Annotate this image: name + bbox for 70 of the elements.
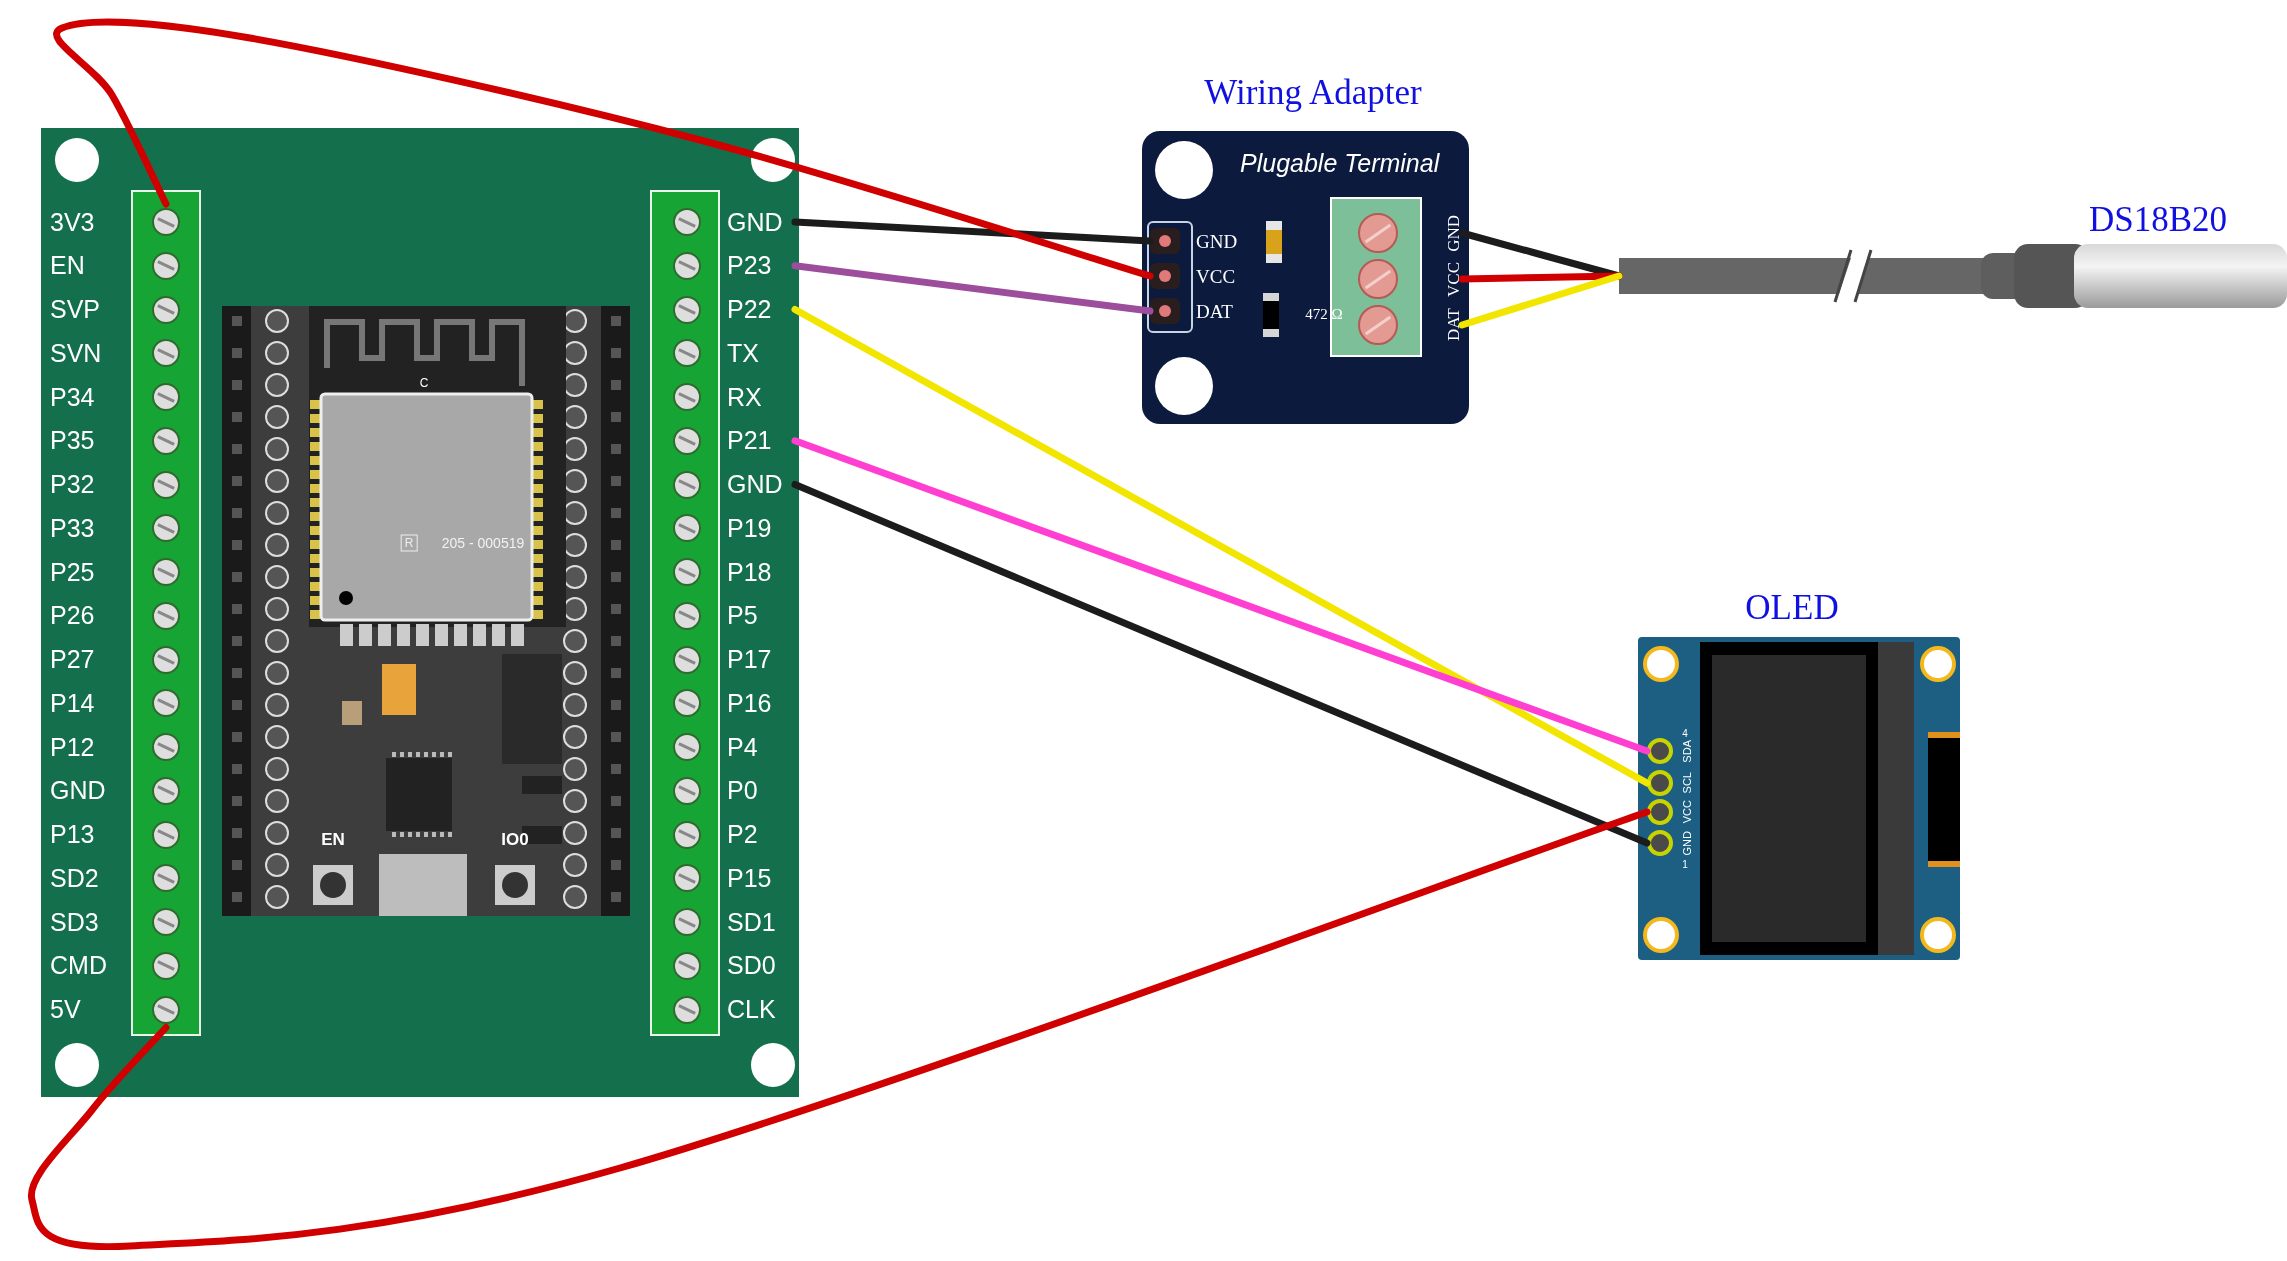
pin-label: P18 bbox=[727, 559, 772, 585]
pin-label: P27 bbox=[50, 647, 95, 672]
pin-label: P14 bbox=[50, 690, 95, 716]
wire bbox=[791, 306, 1651, 787]
pin-number: 1 bbox=[1682, 857, 1688, 872]
pin-label: GND bbox=[1682, 830, 1693, 856]
resistor-value: 472 Ω bbox=[1305, 304, 1343, 324]
pin-label: P26 bbox=[50, 603, 95, 629]
pin-label: SD0 bbox=[727, 953, 776, 979]
wire bbox=[1458, 272, 1623, 283]
pin-label: P21 bbox=[727, 428, 772, 454]
certification-number: 205 - 000519 bbox=[441, 533, 525, 553]
button-label: EN bbox=[321, 829, 345, 852]
pin-label: RX bbox=[727, 384, 762, 410]
pin-label: P19 bbox=[727, 515, 772, 541]
dev-board bbox=[41, 128, 799, 1097]
pin-label: P33 bbox=[50, 515, 95, 541]
pin-label: P34 bbox=[50, 384, 95, 410]
pin-label: P2 bbox=[727, 822, 758, 847]
wire bbox=[1458, 272, 1623, 329]
component-title: DS18B20 bbox=[2088, 201, 2228, 237]
component-title: Wiring Adapter bbox=[1204, 74, 1422, 110]
pin-label: P35 bbox=[50, 428, 95, 454]
wire bbox=[791, 437, 1651, 755]
pin-label: EN bbox=[50, 253, 85, 279]
pin-label: VCC bbox=[1445, 261, 1462, 297]
pin-label: P32 bbox=[50, 472, 95, 497]
antenna-mark: C bbox=[419, 375, 429, 392]
wire bbox=[1458, 229, 1623, 280]
oled-module bbox=[1638, 637, 1960, 960]
pin-label: P25 bbox=[50, 559, 95, 585]
component-title: OLED bbox=[1745, 589, 1839, 625]
pin-label: VCC bbox=[1196, 266, 1236, 286]
pin-label: 5V bbox=[50, 997, 81, 1022]
pin-label: SD1 bbox=[727, 909, 776, 935]
wire bbox=[791, 481, 1651, 847]
wire bbox=[791, 262, 1154, 315]
button-label: IO0 bbox=[501, 829, 529, 852]
pin-label: P22 bbox=[727, 297, 772, 322]
pin-label: SVN bbox=[50, 340, 102, 366]
pin-label: GND bbox=[727, 209, 783, 235]
adapter-board bbox=[1142, 131, 1469, 424]
pin-label: P5 bbox=[727, 603, 758, 629]
pin-label: SVP bbox=[50, 297, 101, 322]
pin-label: SDA bbox=[1682, 739, 1693, 763]
pin-label: P16 bbox=[727, 690, 772, 716]
pin-label: P15 bbox=[727, 865, 772, 891]
pin-label: P23 bbox=[727, 253, 772, 279]
pin-label: VCC bbox=[1682, 800, 1693, 824]
pin-label: CMD bbox=[50, 953, 107, 979]
pin-label: CLK bbox=[727, 997, 776, 1022]
pin-label: SD2 bbox=[50, 865, 99, 891]
pin-number: 4 bbox=[1682, 726, 1688, 740]
pin-label: P13 bbox=[50, 822, 95, 847]
pin-label: P4 bbox=[727, 734, 758, 760]
pin-label: GND bbox=[1196, 231, 1238, 251]
pin-label: DAT bbox=[1445, 308, 1462, 342]
pin-label: TX bbox=[727, 340, 759, 366]
wire bbox=[791, 218, 1154, 245]
pin-label: P17 bbox=[727, 647, 772, 672]
pin-label: GND bbox=[50, 778, 106, 804]
pin-label: GND bbox=[1445, 214, 1462, 252]
pin-label: SD3 bbox=[50, 909, 99, 935]
pin-label: SCL bbox=[1682, 772, 1693, 794]
board-title: Plugable Terminal bbox=[1240, 149, 1440, 177]
pin-label: DAT bbox=[1196, 301, 1233, 321]
pin-label: P0 bbox=[727, 778, 758, 804]
pin-label: 3V3 bbox=[50, 209, 95, 235]
pin-label: GND bbox=[727, 472, 783, 497]
pin-label: P12 bbox=[50, 734, 95, 760]
